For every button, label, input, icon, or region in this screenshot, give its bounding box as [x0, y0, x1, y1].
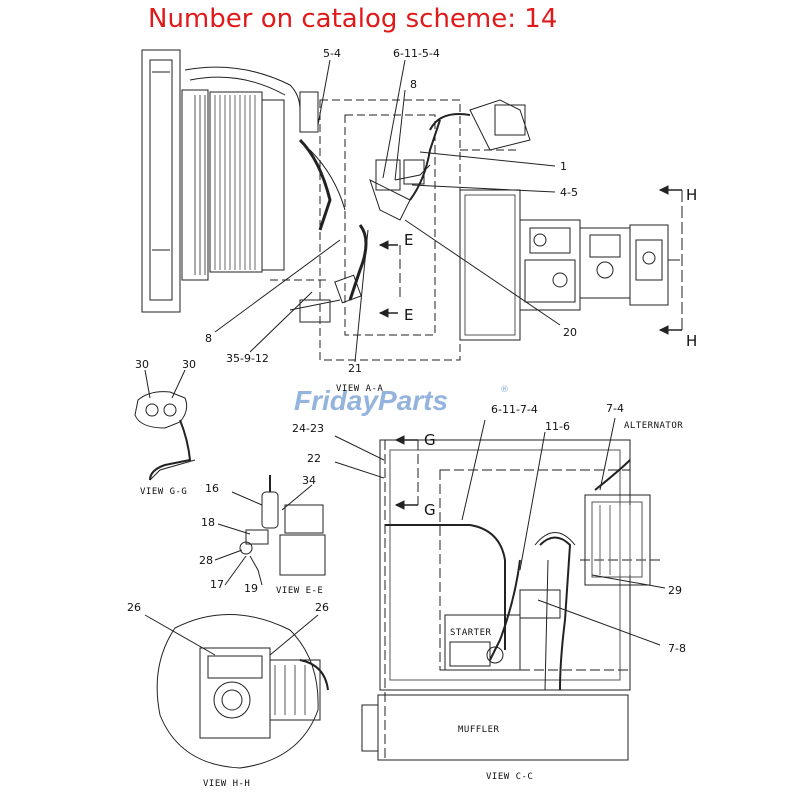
- view-label-ee: VIEW E-E: [276, 586, 323, 596]
- callout-22: 22: [307, 452, 321, 465]
- alternator-label: ALTERNATOR: [624, 421, 683, 431]
- section-marker-g-top: G: [424, 431, 436, 449]
- callout-8-left: 8: [205, 332, 212, 345]
- callout-11-6: 11-6: [545, 420, 570, 433]
- callout-26-b: 26: [315, 601, 329, 614]
- view-label-gg: VIEW G-G: [140, 487, 187, 497]
- callout-6-11-5-4: 6-11-5-4: [393, 47, 440, 60]
- callout-21: 21: [348, 362, 362, 375]
- section-marker-g-bottom: G: [424, 501, 436, 519]
- view-cc-drawing: [334, 417, 666, 761]
- section-marker-e-top: E: [404, 231, 413, 249]
- callout-30-a: 30: [135, 358, 149, 371]
- view-label-cc: VIEW C-C: [486, 772, 533, 782]
- callout-6-11-7-4: 6-11-7-4: [491, 403, 538, 416]
- callout-30-b: 30: [182, 358, 196, 371]
- callout-7-4: 7-4: [606, 402, 624, 415]
- callout-24-23: 24-23: [292, 422, 324, 435]
- view-label-hh: VIEW H-H: [203, 779, 250, 789]
- callout-17: 17: [210, 578, 224, 591]
- muffler-label: MUFFLER: [458, 725, 500, 735]
- callout-16: 16: [205, 482, 219, 495]
- view-labels: VIEW A-A VIEW G-G VIEW E-E VIEW H-H VIEW…: [140, 384, 533, 789]
- section-marker-e-bottom: E: [404, 306, 413, 324]
- catalog-scheme-title: Number on catalog scheme: 14: [148, 4, 558, 34]
- callout-8-top: 8: [410, 78, 417, 91]
- callout-34: 34: [302, 474, 316, 487]
- callout-18: 18: [201, 516, 215, 529]
- callout-28: 28: [199, 554, 213, 567]
- section-marker-h-top: H: [686, 186, 697, 204]
- callout-4-5: 4-5: [560, 186, 578, 199]
- callout-7-8: 7-8: [668, 642, 686, 655]
- starter-label: STARTER: [450, 628, 492, 638]
- view-hh-drawing: [144, 614, 329, 769]
- svg-text:®: ®: [500, 385, 509, 395]
- callout-35-9-12: 35-9-12: [226, 352, 269, 365]
- component-labels: ALTERNATOR STARTER MUFFLER: [450, 421, 683, 735]
- view-label-aa: VIEW A-A: [336, 384, 383, 394]
- section-marker-h-bottom: H: [686, 332, 697, 350]
- callout-29: 29: [668, 584, 682, 597]
- callout-19: 19: [244, 582, 258, 595]
- fridayparts-logo: FridayParts ®: [294, 385, 509, 416]
- callout-5-4: 5-4: [323, 47, 341, 60]
- view-aa-drawing: [141, 49, 683, 363]
- callout-20: 20: [563, 326, 577, 339]
- section-markers: H H E E G G: [404, 186, 697, 519]
- callout-26-a: 26: [127, 601, 141, 614]
- callout-1: 1: [560, 160, 567, 173]
- svg-text:FridayParts: FridayParts: [294, 385, 448, 416]
- callout-labels: 5-4 6-11-5-4 8 1 4-5 20 8 35-9-12 21 30 …: [127, 47, 686, 655]
- view-gg-drawing: [134, 369, 196, 481]
- view-ee-drawing: [214, 475, 326, 586]
